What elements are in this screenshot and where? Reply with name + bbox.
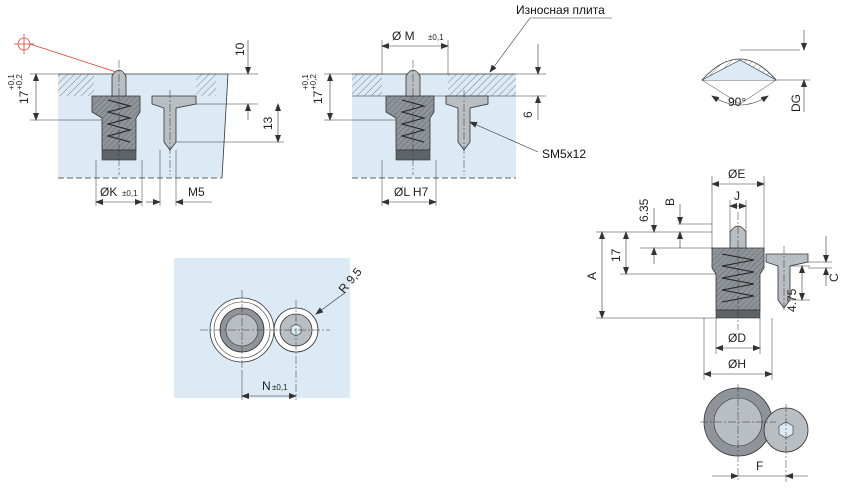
plate-top-band-right (196, 74, 216, 96)
dim-E: ØE (728, 167, 745, 181)
dim-F: F (756, 459, 763, 473)
locking-screw-2 (445, 95, 489, 151)
wear-plate (352, 74, 382, 96)
dim-K: ØK (100, 185, 117, 199)
product-spring (721, 253, 755, 303)
section-view-wear-plate: 17 +0,1 +0,2 Ø M ±0,1 6 Износная плита S… (301, 3, 612, 206)
plate-top-band (58, 74, 94, 96)
product-screw (765, 253, 809, 309)
top-view-bore: N ±0,1 R 9,5 (174, 258, 365, 400)
dim-17-left: 17 (17, 90, 31, 104)
dim-17-middle: 17 (311, 90, 325, 104)
dim-13: 13 (261, 116, 275, 130)
dim-J: J (734, 189, 740, 203)
dim-475: 4.75 (785, 288, 799, 312)
svg-text:+0,1: +0,1 (7, 74, 16, 90)
wear-plate-label: Износная плита (516, 3, 605, 17)
dim-D: ØD (728, 331, 746, 345)
section-view-plate-mount: 17 +0,1 +0,2 10 13 ØK ±0,1 M5 (7, 34, 284, 206)
thread-label: SM5x12 (542, 147, 586, 161)
wear-plate-right (448, 74, 516, 96)
plunger-tip-2 (405, 69, 421, 97)
dim-635: 6.35 (637, 198, 651, 222)
dim-6: 6 (521, 111, 535, 118)
dim-H: ØH (728, 357, 746, 371)
detail-view-countersink: 90° DG (701, 30, 810, 112)
dim-17-right: 17 (609, 248, 623, 262)
dim-M: Ø M (392, 29, 415, 43)
svg-text:+0,1: +0,1 (301, 74, 310, 90)
locking-screw (151, 95, 197, 151)
product-elevation: ØE J A 17 6.35 B C 4.75 ØD (585, 167, 841, 380)
svg-text:±0,1: ±0,1 (272, 383, 288, 392)
svg-text:+0,2: +0,2 (15, 74, 24, 90)
angle-90: 90° (728, 95, 746, 109)
dim-N: N (262, 379, 271, 393)
dim-B: B (663, 198, 677, 206)
dim-C: C (827, 273, 841, 282)
dim-M5: M5 (188, 185, 205, 199)
svg-text:±0,1: ±0,1 (428, 33, 444, 42)
dim-L: ØL H7 (394, 185, 429, 199)
dim-10: 10 (233, 42, 247, 56)
red-leader (29, 43, 117, 73)
plunger-tip (111, 69, 127, 97)
svg-text:±0,1: ±0,1 (122, 189, 138, 198)
dim-A: A (585, 272, 599, 280)
product-top-view: F (700, 384, 809, 482)
svg-text:+0,2: +0,2 (309, 74, 318, 90)
dim-DG: DG (789, 94, 803, 112)
